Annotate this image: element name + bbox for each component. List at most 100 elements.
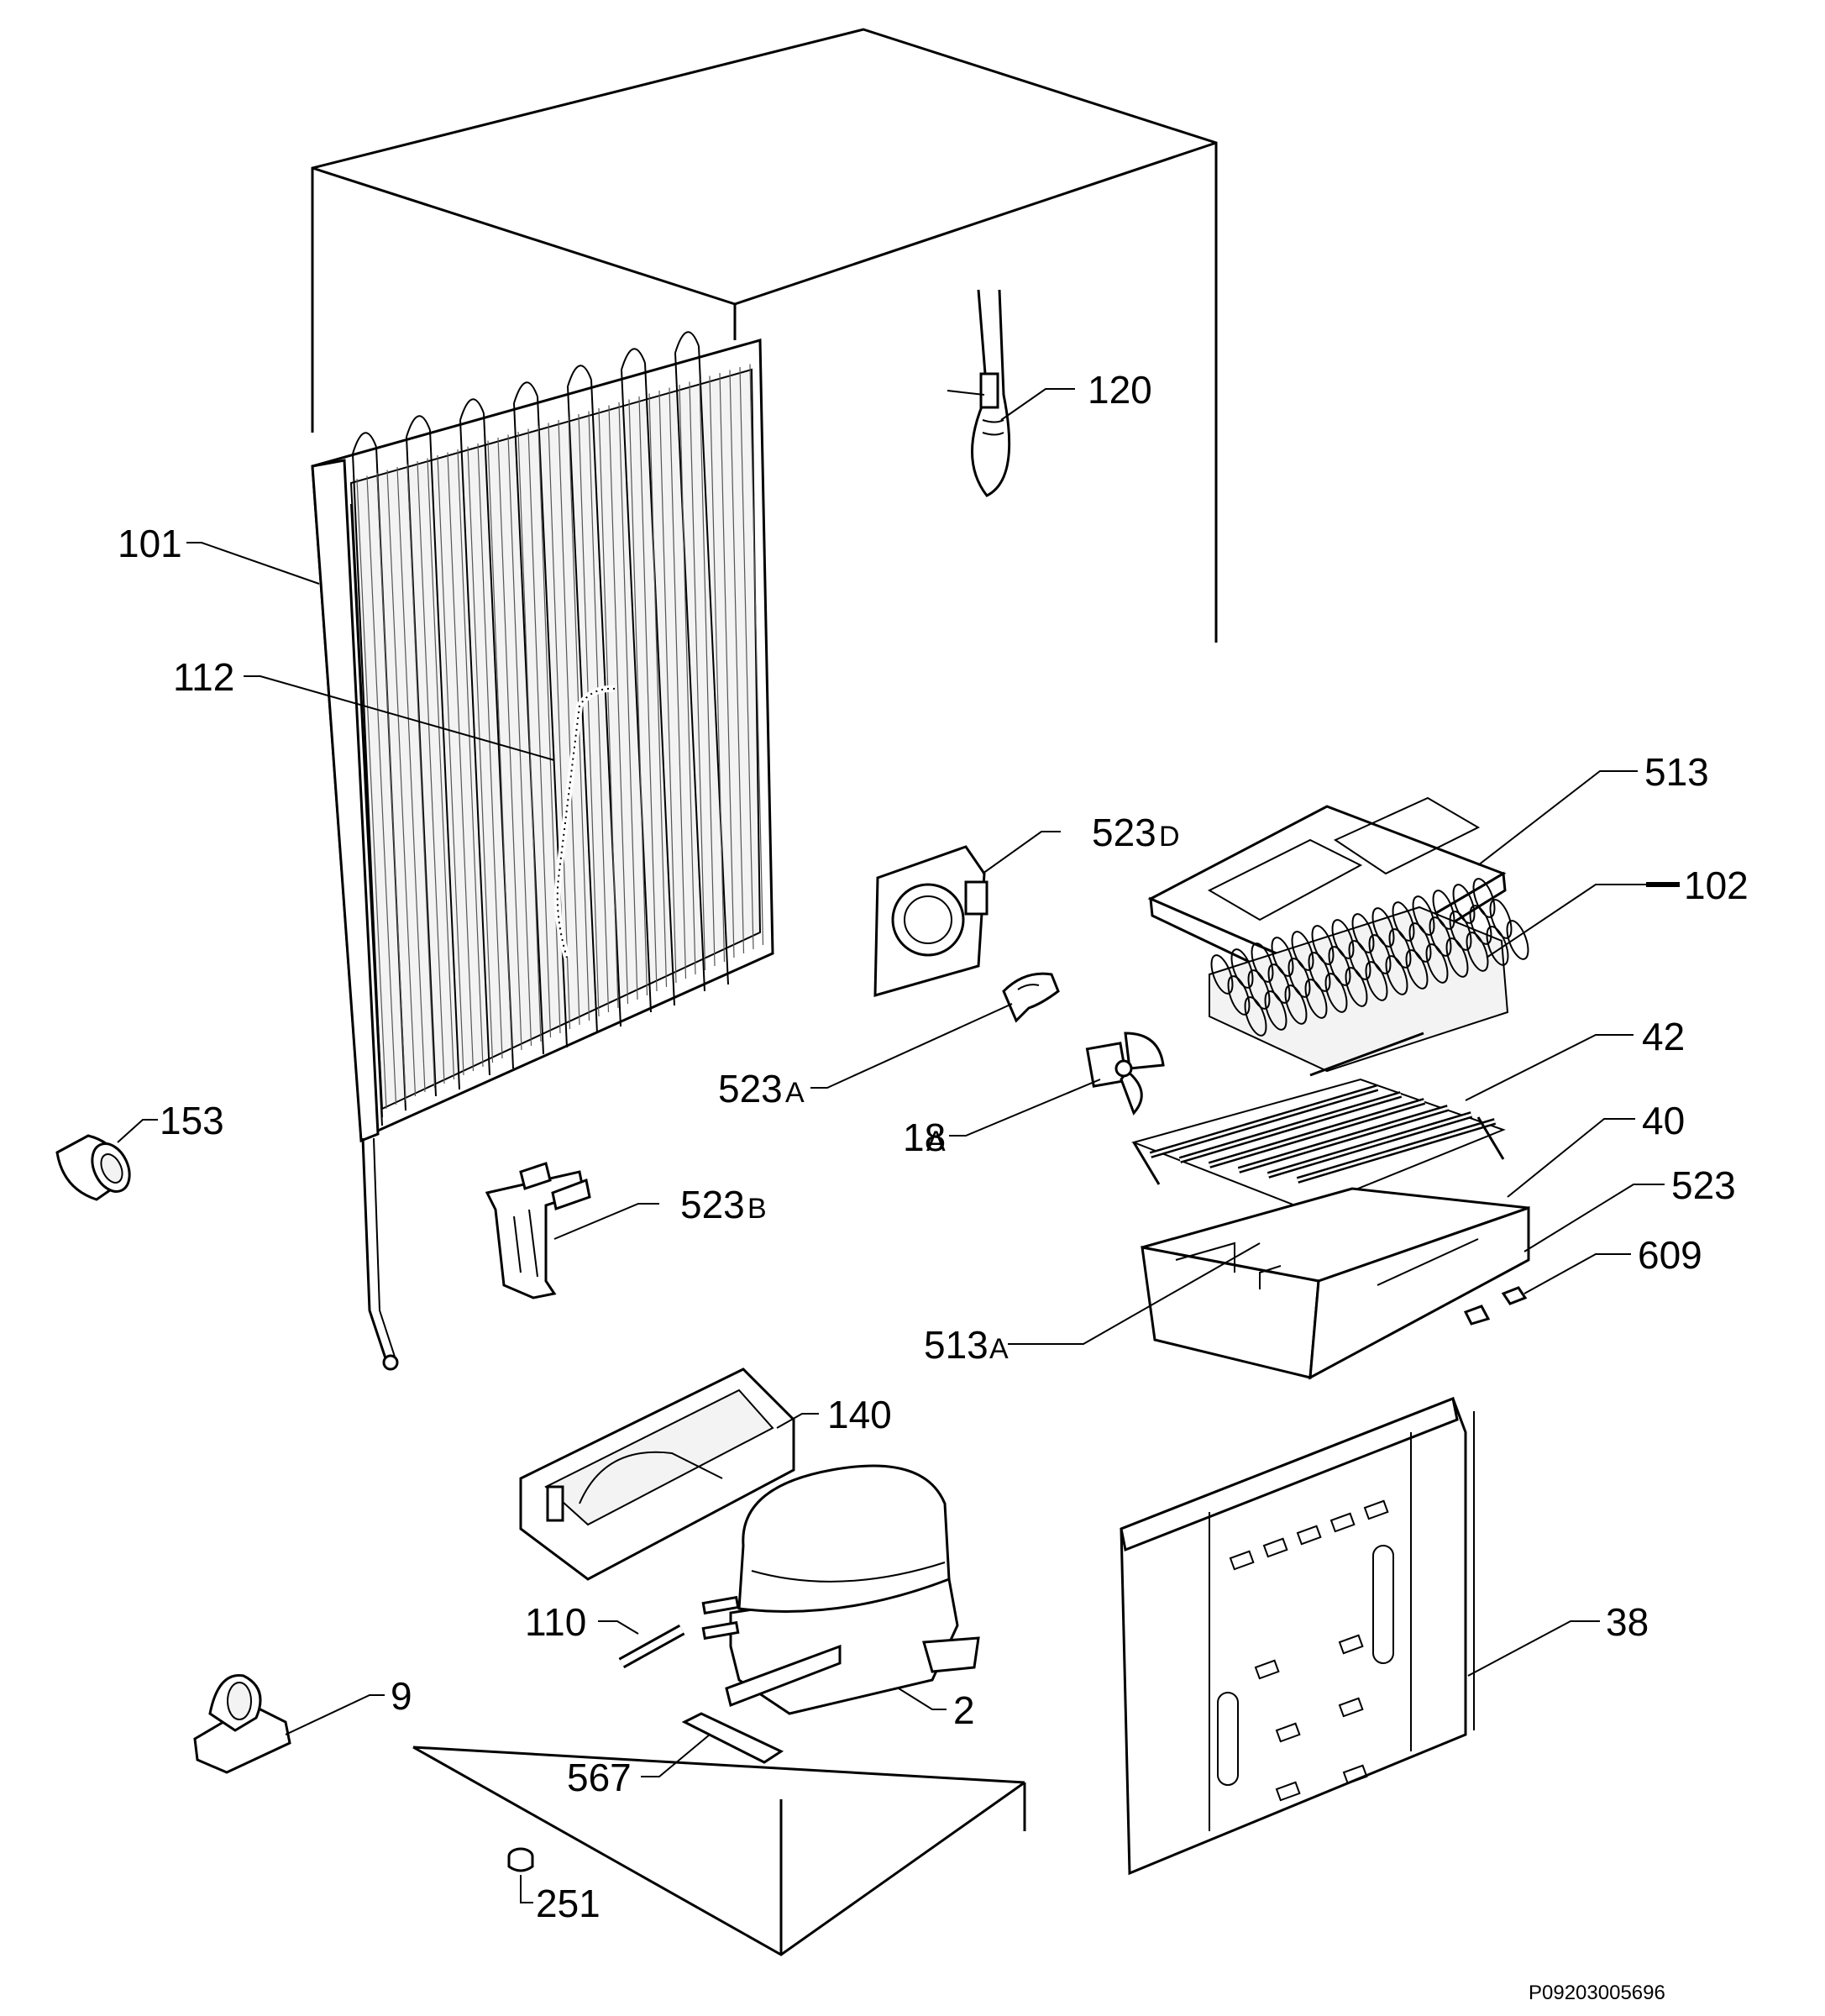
heater-rod-highlight [1297, 1120, 1496, 1182]
panel-slot [1262, 1537, 1288, 1558]
label-153: 153 [160, 1099, 224, 1142]
condenser-tube [429, 429, 460, 1090]
label-523a: 523 [718, 1067, 783, 1110]
label-609: 609 [1638, 1233, 1702, 1277]
mounting-plate-part [681, 1712, 784, 1764]
thermostat-housing-part [873, 845, 989, 997]
process-pipe-part [618, 1624, 685, 1669]
condenser-wire [507, 434, 532, 1047]
condenser-wire [628, 399, 648, 996]
condenser-wire [356, 478, 387, 1110]
condenser-wire [517, 431, 542, 1042]
drawing-code: P09203005696 [1529, 1982, 1665, 2004]
condenser-tube [459, 419, 490, 1076]
evaporator-coil-loop [1244, 996, 1267, 1037]
evaporator-coil-loop [1345, 967, 1368, 1007]
label-523a-suffix: A [785, 1077, 805, 1109]
heater-rod-highlight [1179, 1093, 1402, 1162]
label-120: 120 [1088, 368, 1152, 412]
heater-part [1130, 1078, 1506, 1211]
condenser-wire [437, 454, 464, 1076]
label-523b-suffix: B [747, 1193, 767, 1225]
label-140: 140 [827, 1393, 892, 1436]
label-112: 112 [173, 655, 234, 699]
panel-slot [1329, 1512, 1356, 1533]
evaporator-coil-loop [1425, 943, 1449, 984]
condenser-wire [477, 443, 503, 1059]
panel-slot [1254, 1659, 1280, 1680]
condenser-wire [638, 396, 658, 992]
condenser-tube [513, 402, 544, 1055]
condenser-wire [457, 449, 484, 1068]
condenser-wire [396, 466, 426, 1093]
condenser-part [311, 331, 774, 1371]
condenser-wire [618, 402, 638, 1000]
panel-slots [1217, 1499, 1394, 1802]
condenser-wire [497, 437, 522, 1051]
panel-slot [1275, 1781, 1301, 1802]
condenser-wire [447, 452, 475, 1072]
condenser-wire [366, 475, 397, 1105]
condenser-tube [644, 362, 675, 1006]
condenser-wire [406, 464, 436, 1089]
condenser-wire [427, 458, 455, 1080]
label-513a-suffix: A [989, 1333, 1009, 1365]
fan-part [1085, 1032, 1165, 1116]
label-567: 567 [567, 1756, 632, 1799]
condenser-tube [674, 352, 705, 992]
condenser-wire [376, 472, 406, 1101]
condenser-wire [719, 372, 735, 958]
condenser-wire [417, 460, 445, 1084]
panel-slot [1363, 1499, 1389, 1520]
condenser-wire [739, 366, 754, 950]
heater-rods [1149, 1084, 1497, 1184]
evaporating-tray-part [519, 1368, 795, 1581]
condenser-wire [608, 405, 629, 1005]
evaporator-coil-loop [1324, 973, 1348, 1013]
evaporator-part [1209, 878, 1529, 1077]
drier-coil-part [553, 685, 616, 959]
condenser-tube-bend [513, 381, 538, 404]
condenser-wire [699, 378, 716, 967]
drip-tray-part [1141, 1187, 1530, 1380]
evaporator-coil-loop [1304, 979, 1328, 1019]
evaporator-coil-loop [1284, 984, 1308, 1025]
condenser-wire [527, 428, 552, 1038]
condenser-tube-bend [674, 331, 700, 354]
evaporator-coils [1210, 878, 1529, 1037]
condenser-wire [689, 381, 706, 971]
condenser-tube-bend [352, 432, 377, 454]
condenser-wire [658, 390, 677, 984]
evaporator-coil-loop [1264, 990, 1287, 1031]
hinge-part [193, 1674, 291, 1774]
condenser-wire [558, 419, 580, 1026]
bracket-part [485, 1162, 591, 1299]
panel-slot [1229, 1550, 1255, 1571]
sensor-clip-part [947, 289, 1011, 497]
condenser-tube [352, 453, 383, 1118]
condenser-tube [567, 386, 598, 1034]
panel-slot [1296, 1525, 1322, 1546]
condenser-tubes [352, 331, 764, 1118]
condenser-wire [749, 364, 764, 946]
label-513: 513 [1644, 750, 1709, 794]
cabinet-outline [311, 28, 1218, 1956]
label-38: 38 [1606, 1600, 1649, 1644]
label-513a: 513 [924, 1323, 989, 1367]
label-9: 9 [391, 1674, 412, 1718]
condenser-wire [679, 384, 696, 975]
clip-part [1002, 972, 1060, 1023]
label-110: 110 [525, 1600, 586, 1644]
leader-lines [117, 388, 1680, 1903]
evaporator-coil-loop [1445, 937, 1469, 978]
heater-rod-highlight [1267, 1113, 1472, 1177]
condenser-wire [729, 370, 745, 954]
small-blocks-part [1463, 1286, 1528, 1326]
label-18a-suffix: A [926, 1126, 946, 1158]
heater-rod-highlight [1150, 1086, 1378, 1157]
panel-oval-slot [1372, 1545, 1394, 1664]
label-2: 2 [953, 1688, 975, 1732]
condenser-wire [578, 413, 600, 1017]
panel-slot [1275, 1722, 1301, 1743]
condenser-wire [548, 423, 571, 1030]
